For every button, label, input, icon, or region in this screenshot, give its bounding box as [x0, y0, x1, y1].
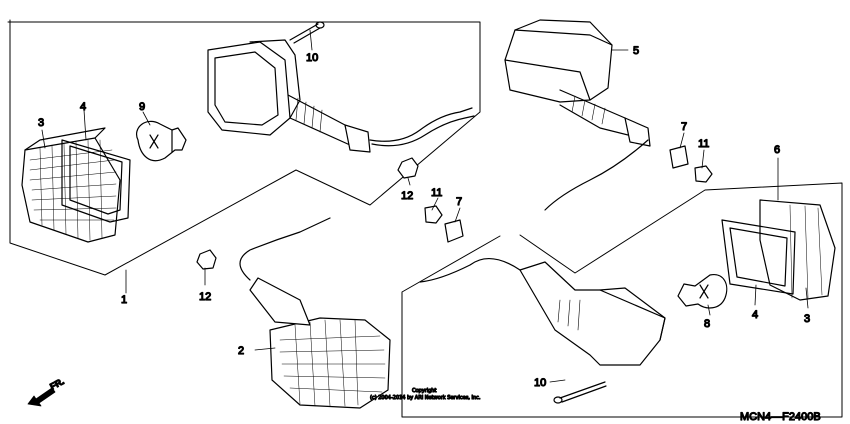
callout-11-right: 11: [698, 138, 709, 150]
callout-3-right: 3: [804, 313, 810, 325]
lens-left: [21, 127, 121, 243]
diagram-code: MCN4—F2400B: [740, 411, 821, 423]
gasket-left: [61, 139, 131, 223]
screw-upper: [289, 21, 325, 44]
callout-3-left: 3: [38, 117, 44, 129]
housing-left-lower: [239, 217, 391, 409]
front-direction-arrow-icon: [27, 387, 56, 407]
housing-right-lower: [419, 258, 666, 366]
copyright-line-2: (c) 2004-2014 by ARI Network Services, I…: [370, 395, 481, 401]
callout-10-upper: 10: [306, 52, 318, 64]
housing-right-upper: [504, 19, 651, 211]
bulb-left: [136, 120, 187, 162]
front-direction-label: FR.: [48, 376, 65, 392]
lens-right: [759, 199, 836, 301]
callout-4-right: 4: [752, 309, 758, 321]
bulb-right: [677, 273, 728, 309]
callout-1: 1: [121, 294, 127, 306]
callout-6: 6: [774, 144, 780, 156]
nut-11-right: [694, 165, 713, 183]
screw-lower: [553, 381, 607, 404]
nut-lower-left: [196, 249, 217, 270]
callout-10-lower: 10: [534, 377, 546, 389]
washer-7-left: [444, 219, 464, 243]
callout-12-lower-left: 12: [199, 291, 211, 303]
callout-12-center: 12: [401, 190, 413, 202]
callout-7-right: 7: [681, 121, 687, 133]
callout-11-left: 11: [431, 187, 442, 199]
callout-2: 2: [238, 345, 244, 357]
housing-left-upper: [207, 39, 475, 153]
nut-center: [397, 157, 419, 179]
washer-7-right: [669, 145, 689, 169]
nut-11-left: [424, 205, 443, 224]
callout-8: 8: [704, 318, 710, 330]
gasket-right: [721, 219, 796, 295]
callout-9: 9: [139, 101, 145, 113]
callout-4-left: 4: [80, 101, 86, 113]
assembly-frame-left: [7, 19, 481, 276]
copyright-line-1: Copyright: [412, 388, 436, 394]
assembly-frame-right: [401, 182, 843, 418]
leader-lines: [41, 29, 809, 383]
callout-5: 5: [633, 45, 639, 57]
callout-7-left: 7: [456, 196, 462, 208]
